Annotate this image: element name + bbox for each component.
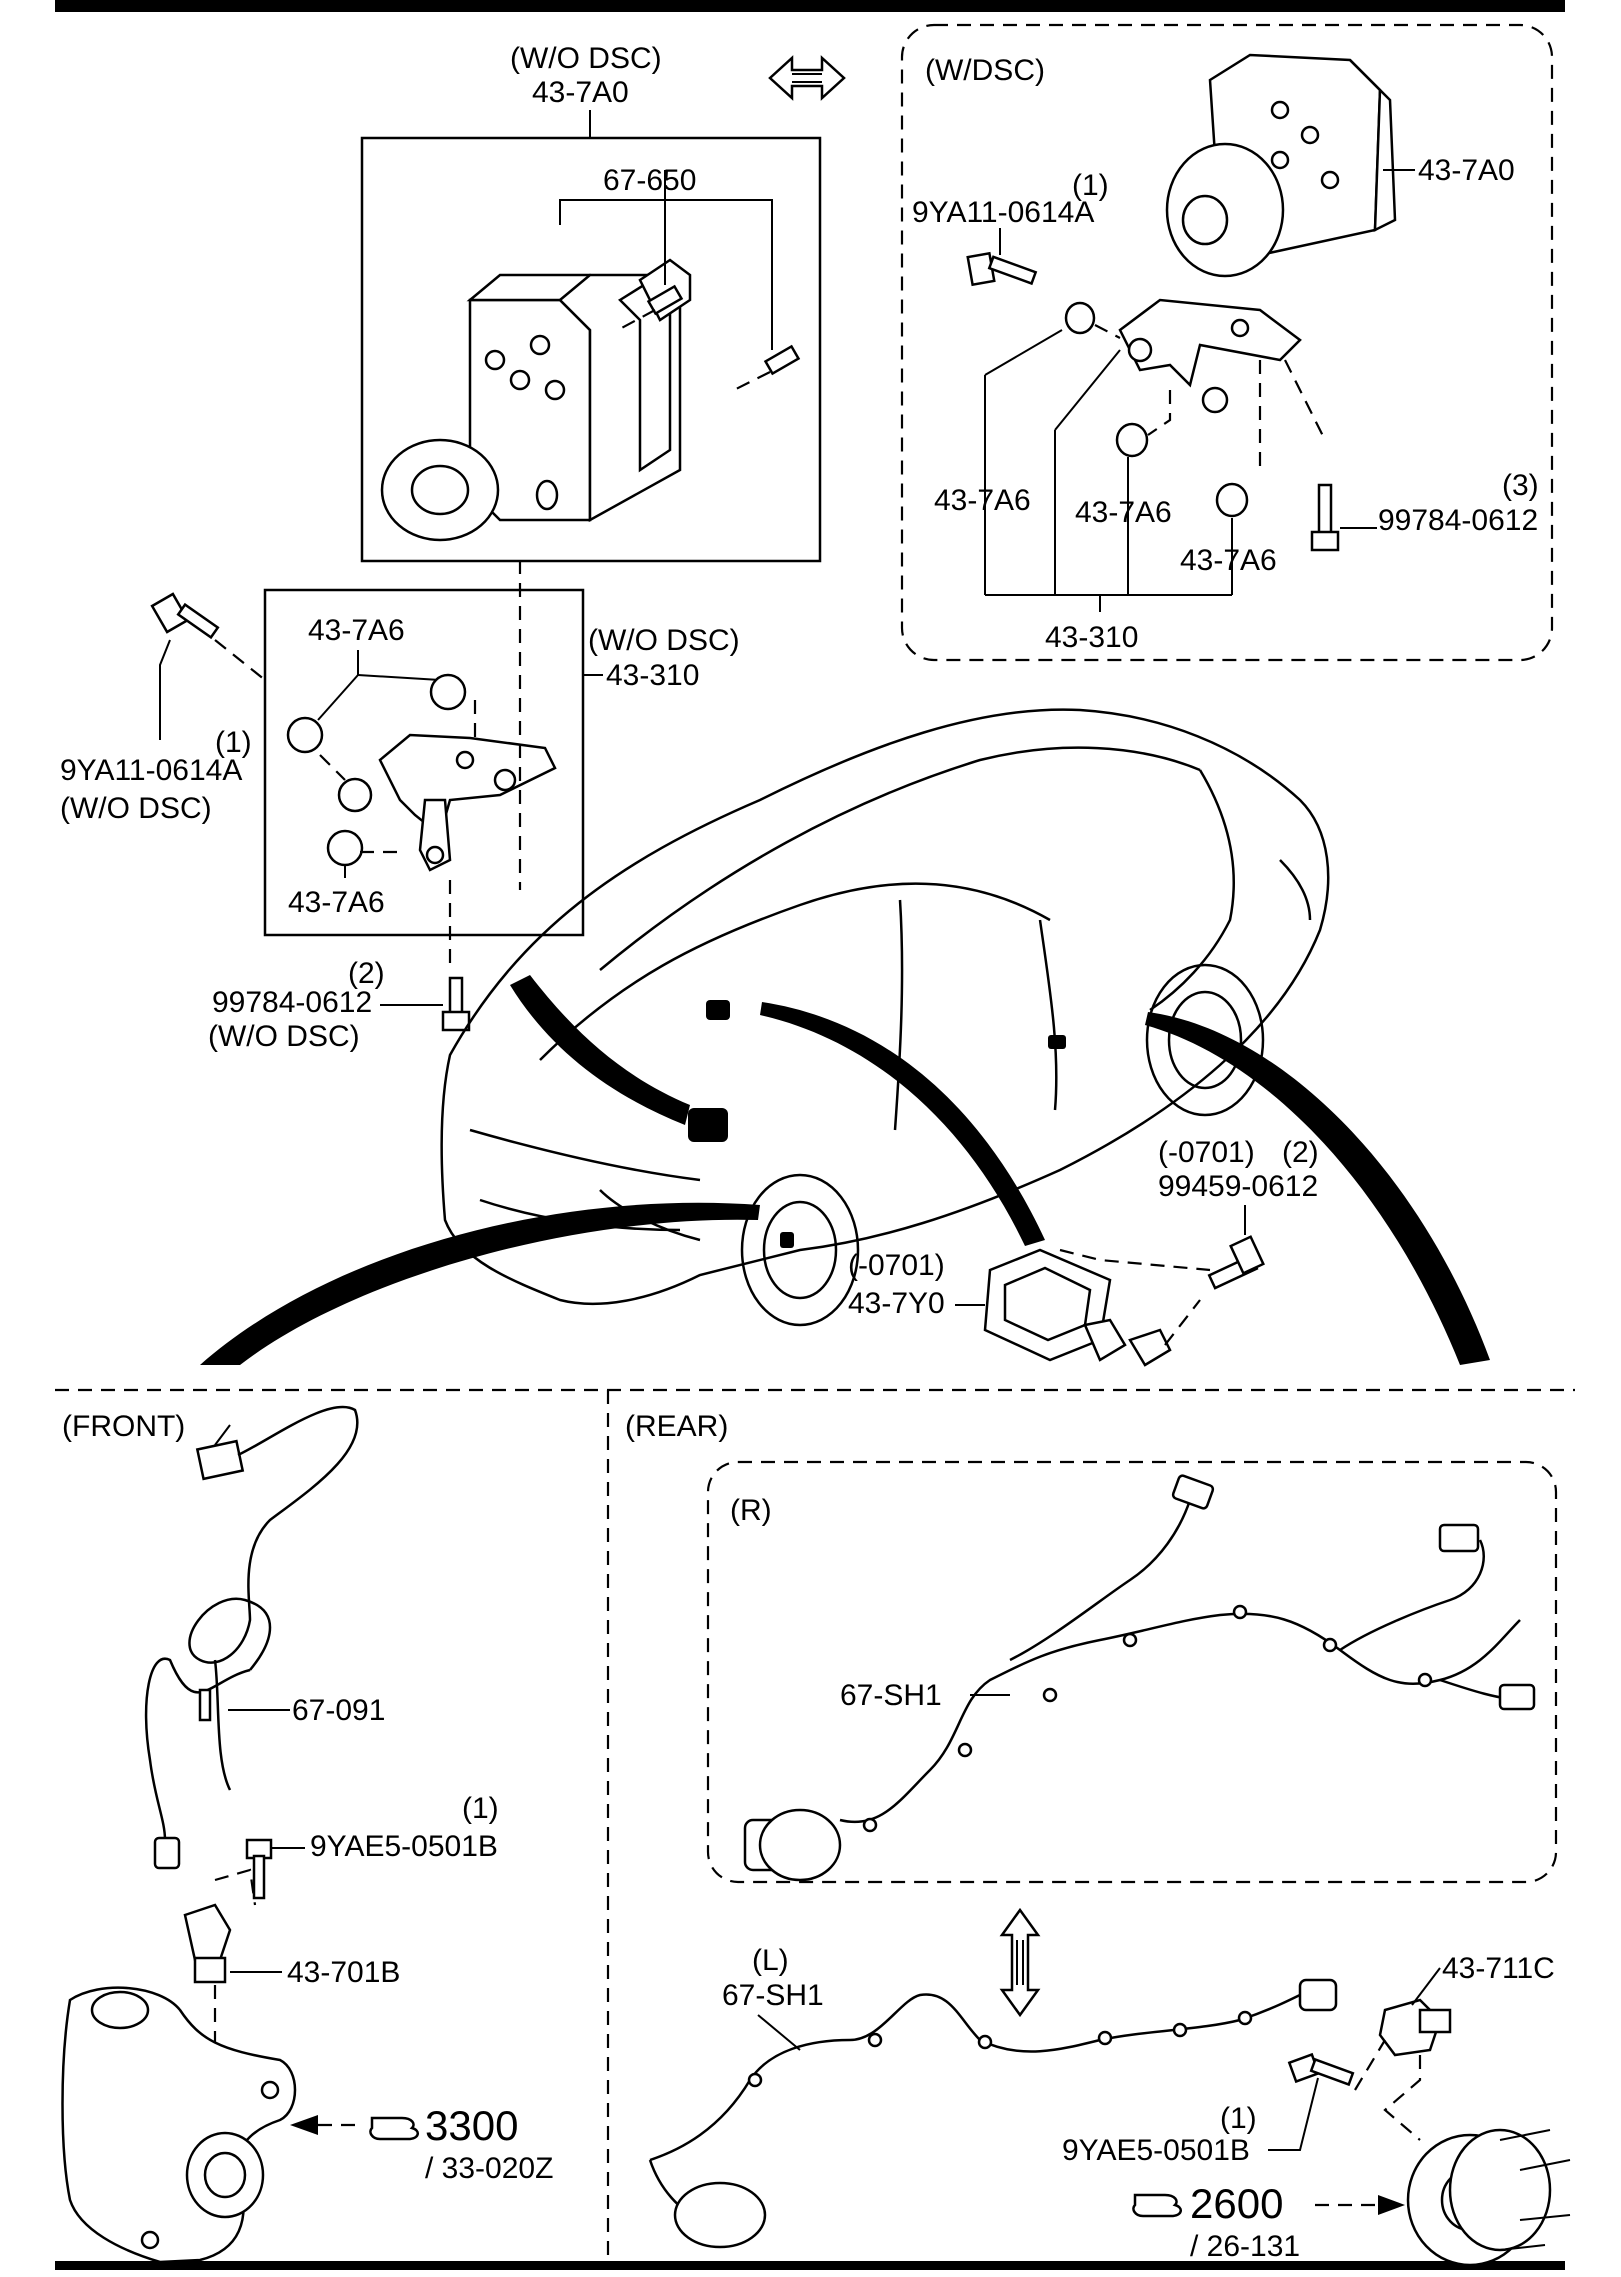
front-harness-code: 67-091 — [292, 1694, 385, 1727]
front-sensor-code: 43-701B — [287, 1956, 400, 1989]
yaw-sensor-drawing — [983, 1248, 1172, 1367]
rear-ref-sub: / 26-131 — [1190, 2230, 1300, 2263]
bracket-wo-dsc-box — [263, 588, 585, 937]
dsc-bolt-code: 9YA11-0614A — [912, 196, 1094, 229]
yaw-sensor-code: 43-7Y0 — [848, 1287, 945, 1320]
bracket-wo-dsc-group: (W/O DSC) 43-310 43-7A6 43-7A6 — [60, 560, 740, 1053]
dsc-bush-c-drawing — [1215, 482, 1249, 518]
bracket-screw-drawing — [441, 976, 471, 1032]
rear-left-harness-code: 67-SH1 — [722, 1979, 824, 2012]
abs-unit-w-dsc-group: (W/DSC) 43-7A0 (1) 9YA11-0614A — [900, 23, 1554, 662]
rear-right-harness-drawing — [743, 1474, 1536, 1882]
front-bolt-qty: (1) — [462, 1792, 499, 1825]
bracket-bolt-drawing — [150, 592, 220, 640]
bracket-bush-top-code: 43-7A6 — [308, 614, 405, 647]
rear-ref-arrow-icon — [1132, 2193, 1405, 2218]
abs-unit-wo-dsc-group: (W/O DSC) 43-7A0 67-650 — [360, 42, 822, 563]
abs-w-dsc-unit-code: 43-7A0 — [1418, 154, 1515, 187]
rear-ref-number: 2600 — [1190, 2180, 1283, 2227]
yaw-sensor-group: (-0701) 43-7Y0 (-0701) (2) 99459-0612 — [848, 1136, 1319, 1367]
bracket-wo-dsc-condition: (W/O DSC) — [588, 624, 740, 657]
front-connector-drawing — [195, 1424, 245, 1481]
dsc-bolt-drawing — [966, 251, 1038, 287]
abs-w-dsc-condition: (W/DSC) — [925, 54, 1045, 87]
bracket-wo-dsc-drawing — [337, 733, 557, 872]
abs-dsc-unit-drawing — [1165, 53, 1397, 278]
rear-bolt-drawing — [1287, 2052, 1355, 2087]
bracket-bolt-qty: (1) — [215, 726, 252, 759]
bracket-wo-dsc-code: 43-310 — [606, 659, 699, 692]
dsc-bush-a-code: 43-7A6 — [934, 484, 1031, 517]
rear-right-harness-code: 67-SH1 — [840, 1679, 942, 1712]
bracket-bush-a-drawing — [429, 673, 467, 711]
yaw-screw-code: 99459-0612 — [1158, 1170, 1318, 1203]
dsc-bolt-qty: (1) — [1072, 169, 1109, 202]
rear-left-harness-drawing — [648, 1978, 1338, 2249]
rear-sensor-drawing — [1378, 1998, 1452, 2057]
front-bolt-code: 9YAE5-0501B — [310, 1830, 498, 1863]
rear-bolt-code: 9YAE5-0501B — [1062, 2134, 1250, 2167]
bracket-screw-condition: (W/O DSC) — [208, 1020, 360, 1053]
yaw-screw-drawing — [1207, 1235, 1265, 1290]
yaw-sensor-serial: (-0701) — [848, 1249, 945, 1282]
yaw-screw-qty: (2) — [1282, 1136, 1319, 1169]
abs-w-dsc-dashed-box — [900, 23, 1554, 662]
abs-wo-dsc-unit-code: 43-7A0 — [532, 76, 629, 109]
rear-hub-drawing — [1406, 2128, 1571, 2267]
stud-b-drawing — [763, 344, 801, 376]
dsc-bracket-code: 43-310 — [1045, 621, 1138, 654]
car-part-markers — [688, 1000, 1066, 1248]
yaw-screw-serial: (-0701) — [1158, 1136, 1255, 1169]
front-section: (FRONT) 67-091 (1) 9YAE5-0501B 43-701B — [61, 1405, 553, 2264]
dsc-bush-a-drawing — [1064, 301, 1096, 335]
front-ref-sub: / 33-020Z — [425, 2152, 553, 2185]
dsc-bush-c-code: 43-7A6 — [1180, 544, 1277, 577]
bracket-bolt-condition: (W/O DSC) — [60, 792, 212, 825]
front-title: (FRONT) — [62, 1410, 185, 1443]
front-bolt-drawing — [245, 1838, 273, 1900]
rear-right-dashed-box — [706, 1460, 1558, 1884]
bracket-screw-qty: (2) — [348, 957, 385, 990]
front-sensor-drawing — [183, 1903, 232, 1984]
front-knuckle-drawing — [61, 1986, 297, 2264]
callout-swoosh-shapes — [200, 975, 1490, 1365]
stud-code: 67-650 — [603, 164, 696, 197]
dsc-screw-qty: (3) — [1502, 469, 1539, 502]
front-ref-arrow-icon — [290, 2115, 419, 2141]
rear-left-label: (L) — [752, 1944, 789, 1977]
abs-hydraulic-unit-drawing — [380, 258, 692, 542]
bracket-bush-bottom-code: 43-7A6 — [288, 886, 385, 919]
dsc-screw-code: 99784-0612 — [1378, 504, 1538, 537]
interchange-arrow-icon — [768, 55, 846, 101]
bracket-screw-code: 99784-0612 — [212, 986, 372, 1019]
abs-wo-dsc-condition: (W/O DSC) — [510, 42, 662, 75]
dsc-bush-b-drawing — [1115, 422, 1149, 458]
bracket-bush-b-drawing — [286, 716, 324, 754]
rear-swap-arrow-icon — [999, 1907, 1041, 2018]
rear-right-label: (R) — [730, 1494, 772, 1527]
stud-a-drawing — [646, 284, 684, 316]
bracket-bolt-code: 9YA11-0614A — [60, 754, 242, 787]
rear-sensor-code: 43-711C — [1442, 1952, 1555, 1985]
bottom-border — [55, 2261, 1565, 2270]
dsc-bracket-drawing — [1118, 298, 1302, 414]
dsc-bush-b-code: 43-7A6 — [1075, 496, 1172, 529]
bracket-bush-c-drawing — [326, 829, 364, 867]
rear-title: (REAR) — [625, 1410, 728, 1443]
rear-bolt-qty: (1) — [1220, 2102, 1257, 2135]
top-border — [55, 0, 1565, 12]
front-ref-number: 3300 — [425, 2102, 518, 2149]
rear-section: (REAR) (R) 67-SH1 (L) — [625, 1410, 1571, 2267]
dsc-screw-drawing — [1310, 483, 1340, 552]
front-harness-wire — [188, 1405, 359, 1671]
